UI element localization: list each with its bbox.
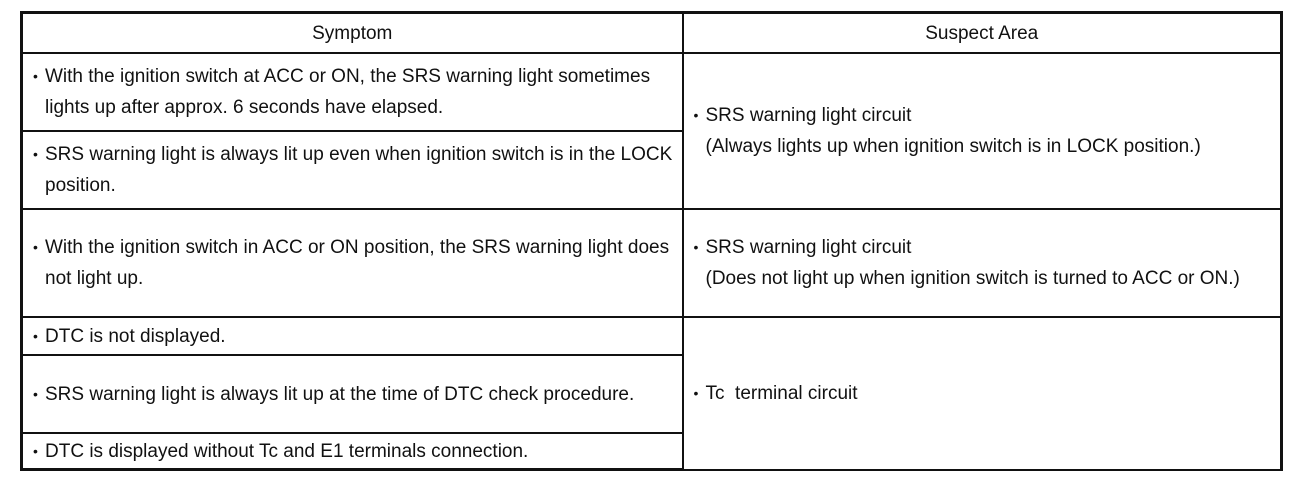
symptom-text: DTC is displayed without Tc and E1 termi…	[45, 440, 529, 462]
bullet-icon: •	[693, 384, 699, 401]
header-suspect-area: Suspect Area	[681, 11, 1283, 54]
bullet-icon: •	[693, 239, 699, 255]
bullet-icon: •	[693, 107, 699, 123]
table-row: • SRS warning light is always lit up at …	[20, 354, 1282, 434]
suspect-area-title: SRS warning light circuit	[705, 105, 912, 126]
bullet-icon: •	[33, 385, 38, 402]
table-row: • With the ignition switch in ACC or ON …	[20, 208, 1283, 318]
suspect-area-cell: • SRS warning light circuit (Does not li…	[681, 208, 1283, 318]
bullet-icon: •	[33, 327, 38, 344]
suspect-area-note: (Does not light up when ignition switch …	[705, 268, 1240, 289]
symptom-text: SRS warning light is always lit up at th…	[45, 383, 635, 405]
symptom-cell: • DTC is not displayed.	[20, 316, 684, 356]
symptom-cell: • SRS warning light is always lit up at …	[20, 354, 684, 434]
symptom-cell: • DTC is displayed without Tc and E1 ter…	[20, 432, 684, 471]
table-row: • With the ignition switch at ACC or ON,…	[20, 52, 1283, 210]
suspect-area-title: Tc terminal circuit	[705, 382, 858, 404]
bullet-icon: •	[33, 146, 38, 162]
suspect-area-cell: • SRS warning light circuit (Always ligh…	[681, 52, 1283, 210]
symptom-text: DTC is not displayed.	[45, 325, 226, 347]
suspect-area-cell: • Tc terminal circuit	[681, 316, 1283, 471]
table-row: • DTC is not displayed. • Tc terminal ci…	[20, 316, 1283, 471]
symptom-cell: • With the ignition switch in ACC or ON …	[20, 208, 684, 318]
symptom-text: SRS warning light is always lit up even …	[45, 144, 673, 196]
symptom-text: With the ignition switch at ACC or ON, t…	[45, 66, 651, 118]
header-symptom: Symptom	[20, 11, 684, 54]
suspect-area-note: (Always lights up when ignition switch i…	[705, 136, 1201, 157]
symptom-cell: • With the ignition switch at ACC or ON,…	[20, 52, 684, 132]
header-row: Symptom Suspect Area	[20, 11, 1283, 54]
bullet-icon: •	[33, 442, 38, 459]
bullet-icon: •	[33, 68, 38, 84]
table-row: • DTC is displayed without Tc and E1 ter…	[20, 432, 1282, 471]
symptom-text: With the ignition switch in ACC or ON po…	[45, 237, 670, 289]
bullet-icon: •	[33, 239, 38, 255]
symptom-cell: • SRS warning light is always lit up eve…	[20, 130, 684, 210]
suspect-area-title: SRS warning light circuit	[705, 237, 912, 258]
table-row: • SRS warning light is always lit up eve…	[20, 130, 1282, 210]
symptom-table: Symptom Suspect Area • With the ignition…	[20, 11, 1283, 471]
